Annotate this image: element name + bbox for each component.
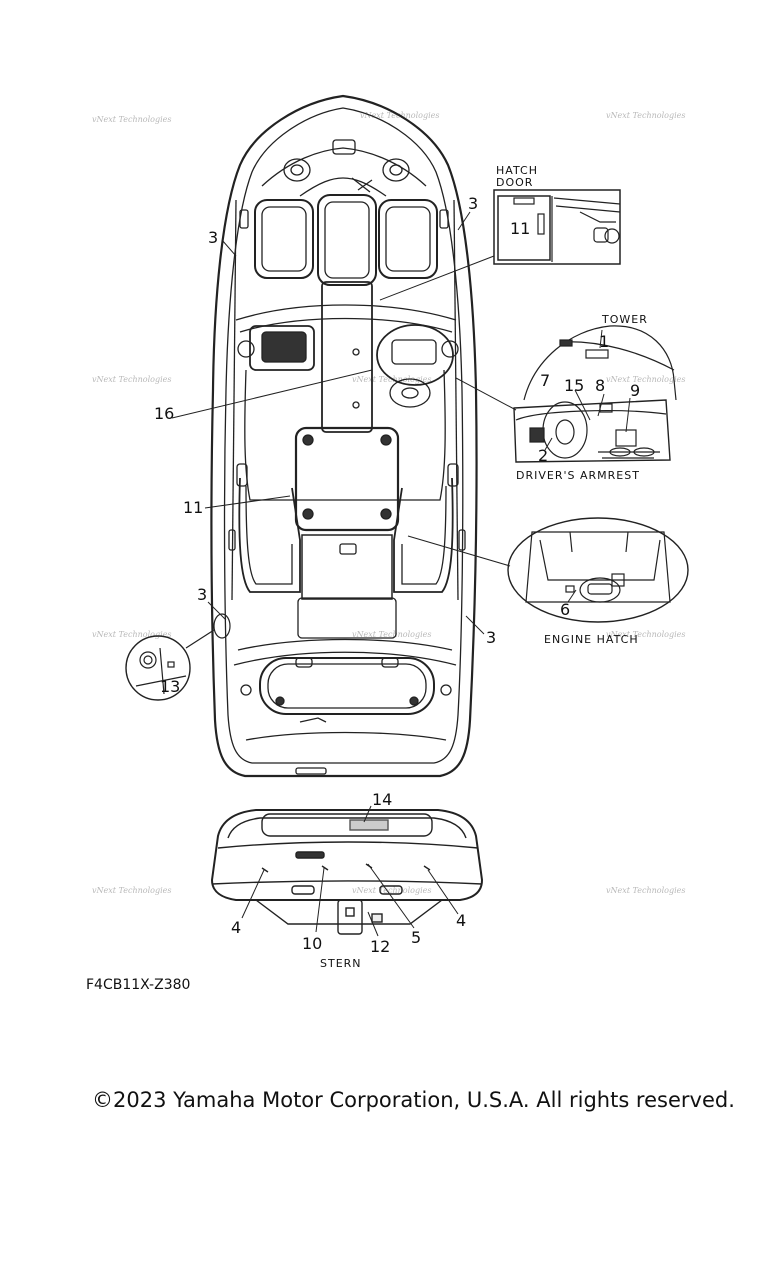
tower-label: TOWER (601, 313, 648, 326)
drivers-armrest-label: DRIVER'S ARMREST (516, 469, 640, 482)
boat-top-view (210, 94, 478, 778)
callout-3: 3 (208, 228, 218, 247)
callout-4: 4 (231, 918, 241, 937)
watermark: vNext Technologies (352, 630, 431, 639)
callout-6: 6 (560, 600, 570, 619)
callout-3: 3 (197, 585, 207, 604)
callout-3: 3 (486, 628, 496, 647)
callout-9: 9 (630, 381, 640, 400)
callout-4: 4 (456, 911, 466, 930)
callout-7: 7 (540, 371, 550, 390)
callout-2: 2 (538, 446, 548, 465)
watermark: vNext Technologies (92, 375, 171, 384)
callout-16: 16 (154, 404, 174, 423)
callout-1: 1 (599, 332, 609, 351)
caption-labels: HATCH DOOR TOWER DRIVER'S ARMREST ENGINE… (320, 164, 648, 970)
watermark: vNext Technologies (352, 886, 431, 895)
watermark: vNext Technologies (606, 886, 685, 895)
watermark: vNext Technologies (606, 111, 685, 120)
watermark: vNext Technologies (606, 375, 685, 384)
callouts: 3 3 11 16 11 3 3 13 1 7 15 8 9 2 6 14 4 … (154, 194, 640, 956)
engine-hatch-label: ENGINE HATCH (544, 633, 639, 646)
callout-11: 11 (183, 498, 203, 517)
engine-hatch-detail (507, 517, 689, 623)
watermark: vNext Technologies (92, 886, 171, 895)
callout-5: 5 (411, 928, 421, 947)
leader-lines (171, 211, 631, 937)
watermark: vNext Technologies (606, 630, 685, 639)
callout-10: 10 (302, 934, 322, 953)
watermark: vNext Technologies (92, 115, 171, 124)
figure-code: F4CB11X-Z380 (86, 977, 191, 993)
callout-13: 13 (160, 677, 180, 696)
watermark: vNext Technologies (92, 630, 171, 639)
callout-15: 15 (564, 376, 584, 395)
callout-11: 11 (510, 219, 530, 238)
hatch-door-detail (493, 189, 621, 265)
callout-8: 8 (595, 376, 605, 395)
stern-label: STERN (320, 957, 362, 970)
stern-view (210, 809, 484, 935)
side-detail (125, 613, 231, 701)
callout-14: 14 (372, 790, 392, 809)
hatch-door-label: HATCH (496, 164, 538, 177)
hatch-door-label: DOOR (496, 176, 533, 189)
copyright-notice: ©2023 Yamaha Motor Corporation, U.S.A. A… (92, 1088, 735, 1112)
callout-12: 12 (370, 937, 390, 956)
callout-3: 3 (468, 194, 478, 213)
